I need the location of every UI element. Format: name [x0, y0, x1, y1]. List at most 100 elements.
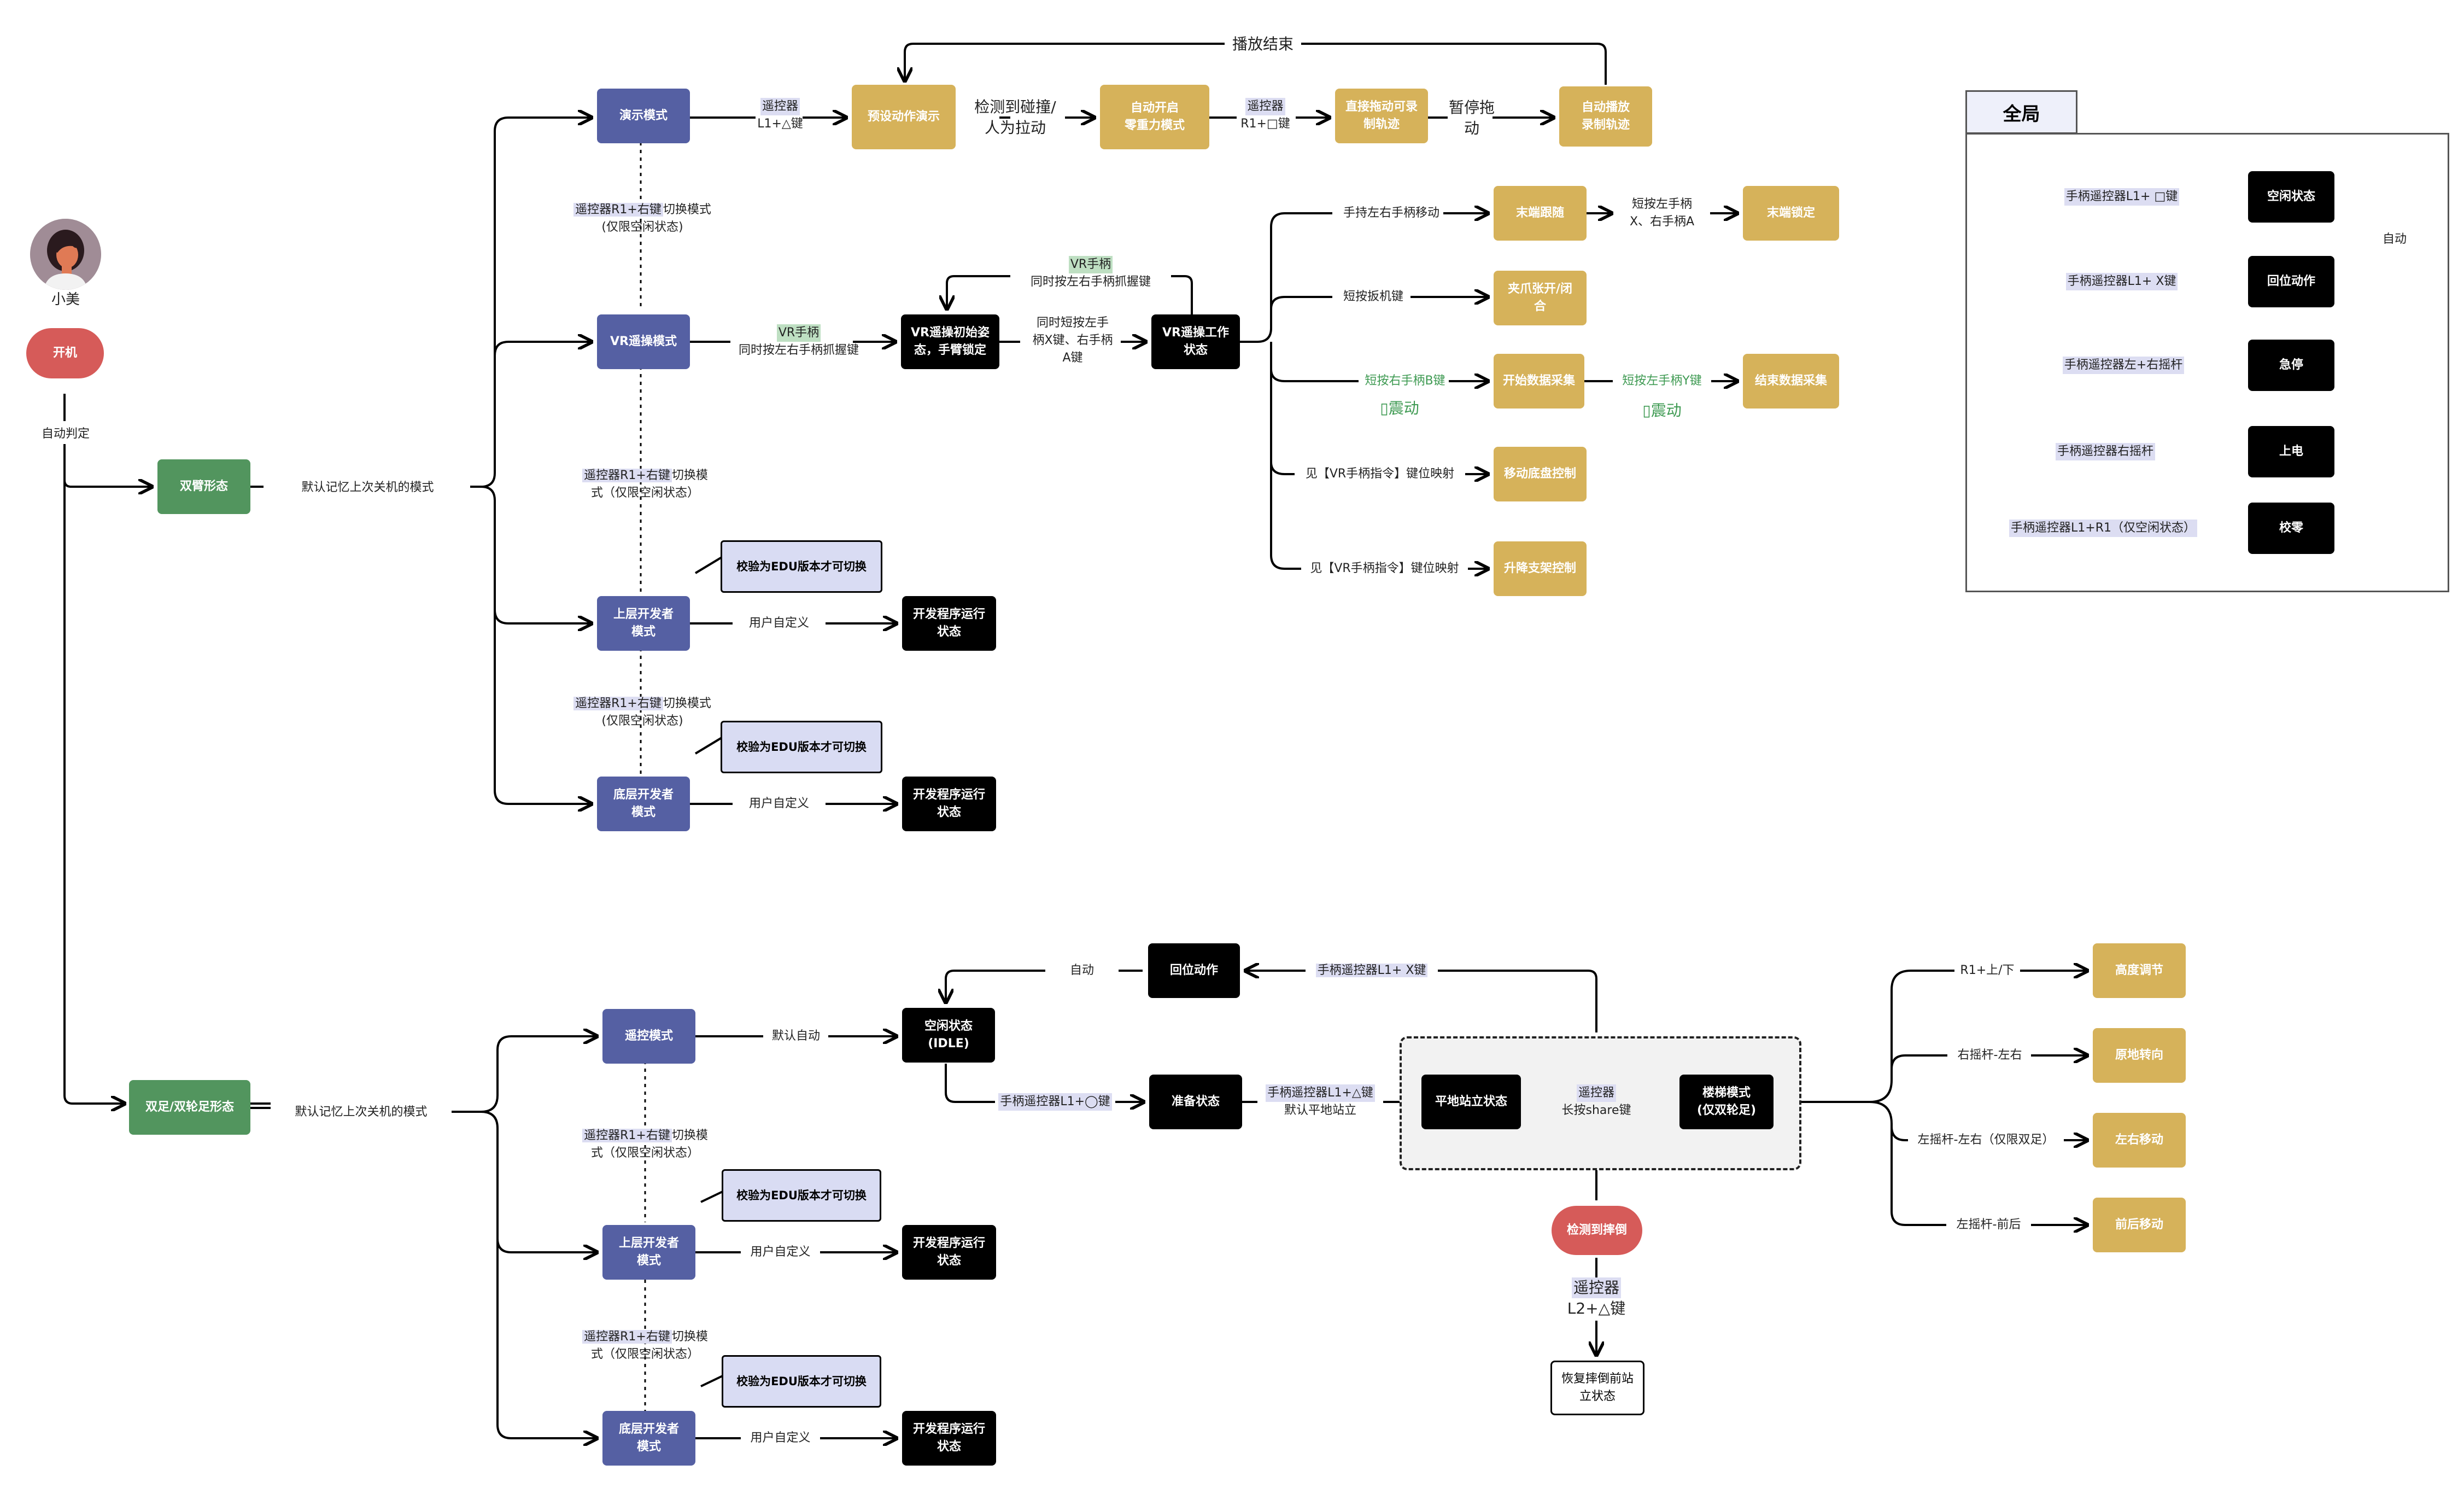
- edu-check-callout-4: 校验为EDU版本才可切换: [722, 1355, 881, 1408]
- turn-in-place-node[interactable]: 原地转向: [2093, 1028, 2186, 1083]
- reset-action-node[interactable]: 回位动作: [1148, 943, 1240, 998]
- dev-run-node-2[interactable]: 开发程序运行 状态: [902, 777, 996, 831]
- legend-state-2[interactable]: 回位动作: [2248, 256, 2334, 307]
- vibrate-label-1: ▯震动: [1380, 399, 1419, 417]
- legend-state-4[interactable]: 上电: [2248, 426, 2334, 477]
- demo-mode-node[interactable]: 演示模式: [597, 89, 690, 143]
- vr-work-node[interactable]: VR遥操工作 状态: [1151, 314, 1240, 369]
- height-adjust-node[interactable]: 高度调节: [2093, 943, 2186, 998]
- user-defined-label-1: 用户自定义: [748, 616, 809, 630]
- hold-move-label: 手持左右手柄移动: [1343, 206, 1439, 220]
- move-fb-node[interactable]: 前后移动: [2093, 1198, 2186, 1252]
- user-defined-label-2: 用户自定义: [748, 797, 809, 810]
- dev-run-node-3[interactable]: 开发程序运行 状态: [902, 1225, 996, 1280]
- lower-dev-node-2[interactable]: 底层开发者 模式: [602, 1411, 695, 1466]
- switch-mode-label-3: 遥控器R1+右键切换模式 (仅限空闲状态): [563, 692, 722, 733]
- press-xa-label: 同时短按左手 柄X键、右手柄 A键: [1032, 316, 1113, 365]
- short-b-label: 短按右手柄B键: [1365, 374, 1445, 388]
- lower-dev-node-1[interactable]: 底层开发者 模式: [597, 777, 690, 831]
- auto-play-node[interactable]: 自动播放 录制轨迹: [1559, 86, 1652, 147]
- upper-dev-node-1[interactable]: 上层开发者 模式: [597, 596, 690, 651]
- r1-square-text: R1+□键: [1240, 117, 1290, 131]
- upper-dev-node-2[interactable]: 上层开发者 模式: [602, 1225, 695, 1280]
- short-trigger-label: 短按扳机键: [1343, 290, 1403, 304]
- dual-arm-node[interactable]: 双臂形态: [157, 459, 250, 514]
- ready-node[interactable]: 准备状态: [1149, 1075, 1242, 1129]
- start-collect-node[interactable]: 开始数据采集: [1494, 354, 1584, 409]
- switch-mode-label-5: 遥控器R1+右键切换模 式（仅限空闲状态）: [569, 1325, 722, 1367]
- vibrate-label-2: ▯震动: [1642, 401, 1682, 419]
- vr-mode-node[interactable]: VR遥操模式: [597, 314, 690, 369]
- r1-updown-label: R1+上/下: [1960, 964, 2015, 977]
- legend-key-4: 手柄遥控器右摇杆: [2046, 442, 2165, 462]
- collision-label: 检测到碰撞/ 人为拉动: [974, 98, 1056, 137]
- see-vr-label-2: 见【VR手柄指令】键位映射: [1310, 562, 1459, 575]
- pause-drag-label: 暂停拖动: [1448, 98, 1495, 137]
- person-portrait-icon: [30, 219, 101, 290]
- edu-check-callout-2: 校验为EDU版本才可切换: [721, 721, 882, 773]
- user-defined-label-3: 用户自定义: [750, 1245, 811, 1259]
- edu-check-callout-3: 校验为EDU版本才可切换: [722, 1169, 881, 1222]
- end-collect-node[interactable]: 结束数据采集: [1743, 354, 1839, 409]
- preset-demo-node[interactable]: 预设动作演示: [852, 85, 956, 149]
- rc-l2-label: 遥控器 L2+△键: [1567, 1277, 1626, 1317]
- left-lr-label: 左摇杆-左右（仅限双足）: [1917, 1133, 2055, 1147]
- vr-handle-tag-2: VR手柄: [1068, 256, 1113, 273]
- legend-state-3[interactable]: 急停: [2248, 340, 2334, 391]
- end-lock-node[interactable]: 末端锁定: [1743, 186, 1839, 241]
- legend-state-5[interactable]: 校零: [2248, 503, 2334, 554]
- handle-l1o-label: 手柄遥控器L1+◯键: [995, 1092, 1115, 1112]
- dev-run-node-1[interactable]: 开发程序运行 状态: [902, 596, 996, 651]
- handle-l1x-label: 手柄遥控器L1+ X键: [1306, 961, 1438, 981]
- idle-node[interactable]: 空闲状态 (IDLE): [902, 1008, 995, 1063]
- legend-state-1[interactable]: 空闲状态: [2248, 171, 2334, 223]
- move-lr-node[interactable]: 左右移动: [2093, 1113, 2186, 1168]
- user-avatar: [30, 219, 101, 290]
- auto-judge-label: 自动判定: [41, 427, 90, 441]
- switch-mode-label-2: 遥控器R1+右键切换模 式（仅限空闲状态）: [569, 464, 722, 505]
- default-last-label-1: 默认记忆上次关机的模式: [301, 481, 434, 494]
- legend-title: 全局: [1965, 90, 2077, 134]
- user-defined-label-4: 用户自定义: [750, 1431, 811, 1445]
- zero-gravity-node[interactable]: 自动开启 零重力模式: [1100, 85, 1209, 149]
- end-follow-node[interactable]: 末端跟随: [1494, 186, 1587, 241]
- right-lr-label: 右摇杆-左右: [1957, 1048, 2022, 1062]
- legend-key-5: 手柄遥控器L1+R1（仅空闲状态）: [1997, 518, 2210, 538]
- lift-control-node[interactable]: 升降支架控制: [1494, 541, 1587, 596]
- start-node[interactable]: 开机: [26, 328, 104, 378]
- stand-node[interactable]: 平地站立状态: [1421, 1075, 1521, 1129]
- default-last-label-2: 默认记忆上次关机的模式: [295, 1105, 428, 1119]
- vr-handle-tag: VR手柄: [776, 324, 821, 342]
- switch-mode-label-4: 遥控器R1+右键切换模 式（仅限空闲状态）: [569, 1124, 722, 1165]
- chassis-control-node[interactable]: 移动底盘控制: [1494, 447, 1587, 501]
- see-vr-label-1: 见【VR手柄指令】键位映射: [1305, 467, 1455, 481]
- rc-r1-square-label: 遥控器 R1+□键: [1231, 96, 1300, 135]
- dev-run-node-4[interactable]: 开发程序运行 状态: [902, 1411, 996, 1466]
- rc-tag: 遥控器: [760, 98, 800, 115]
- rc-tag-2: 遥控器: [1245, 98, 1285, 115]
- legend-auto-label: 自动: [2382, 232, 2407, 246]
- stairs-node[interactable]: 楼梯模式 (仅双轮足): [1679, 1075, 1774, 1129]
- press-xa-short-label: 短按左手柄 X、右手柄A: [1629, 197, 1695, 229]
- record-trajectory-node[interactable]: 直接拖动可录 制轨迹: [1335, 89, 1428, 143]
- gripper-node[interactable]: 夹爪张开/闭 合: [1494, 271, 1587, 325]
- default-auto-label: 默认自动: [771, 1029, 820, 1043]
- legend-key-3: 手柄遥控器左+右摇杆: [2039, 355, 2208, 375]
- rc-mode-node[interactable]: 遥控模式: [602, 1009, 695, 1064]
- grip-both-text-2: 同时按左右手柄抓握键: [1030, 275, 1151, 289]
- l1-triangle-text: L1+△键: [757, 117, 803, 131]
- legend-panel: [1965, 133, 2449, 592]
- share-hold-label: 遥控器 长按share键: [1553, 1082, 1640, 1122]
- vr-init-node[interactable]: VR遥操初始姿 态，手臂锁定: [901, 314, 999, 369]
- handle-l1tri-label: 手柄遥控器L1+△键 默认平地站立: [1257, 1082, 1383, 1122]
- edu-check-callout-1: 校验为EDU版本才可切换: [721, 540, 882, 593]
- grip-both-text: 同时按左右手柄抓握键: [738, 343, 859, 357]
- fall-detect-node[interactable]: 检测到摔倒: [1552, 1206, 1642, 1255]
- recover-node[interactable]: 恢复摔倒前站 立状态: [1550, 1361, 1644, 1415]
- vr-grip-label: VR手柄 同时按左右手柄抓握键: [723, 323, 875, 361]
- left-fb-label: 左摇杆-前后: [1956, 1218, 2021, 1232]
- legged-node[interactable]: 双足/双轮足形态: [129, 1080, 250, 1135]
- auto-label: 自动: [1069, 964, 1094, 977]
